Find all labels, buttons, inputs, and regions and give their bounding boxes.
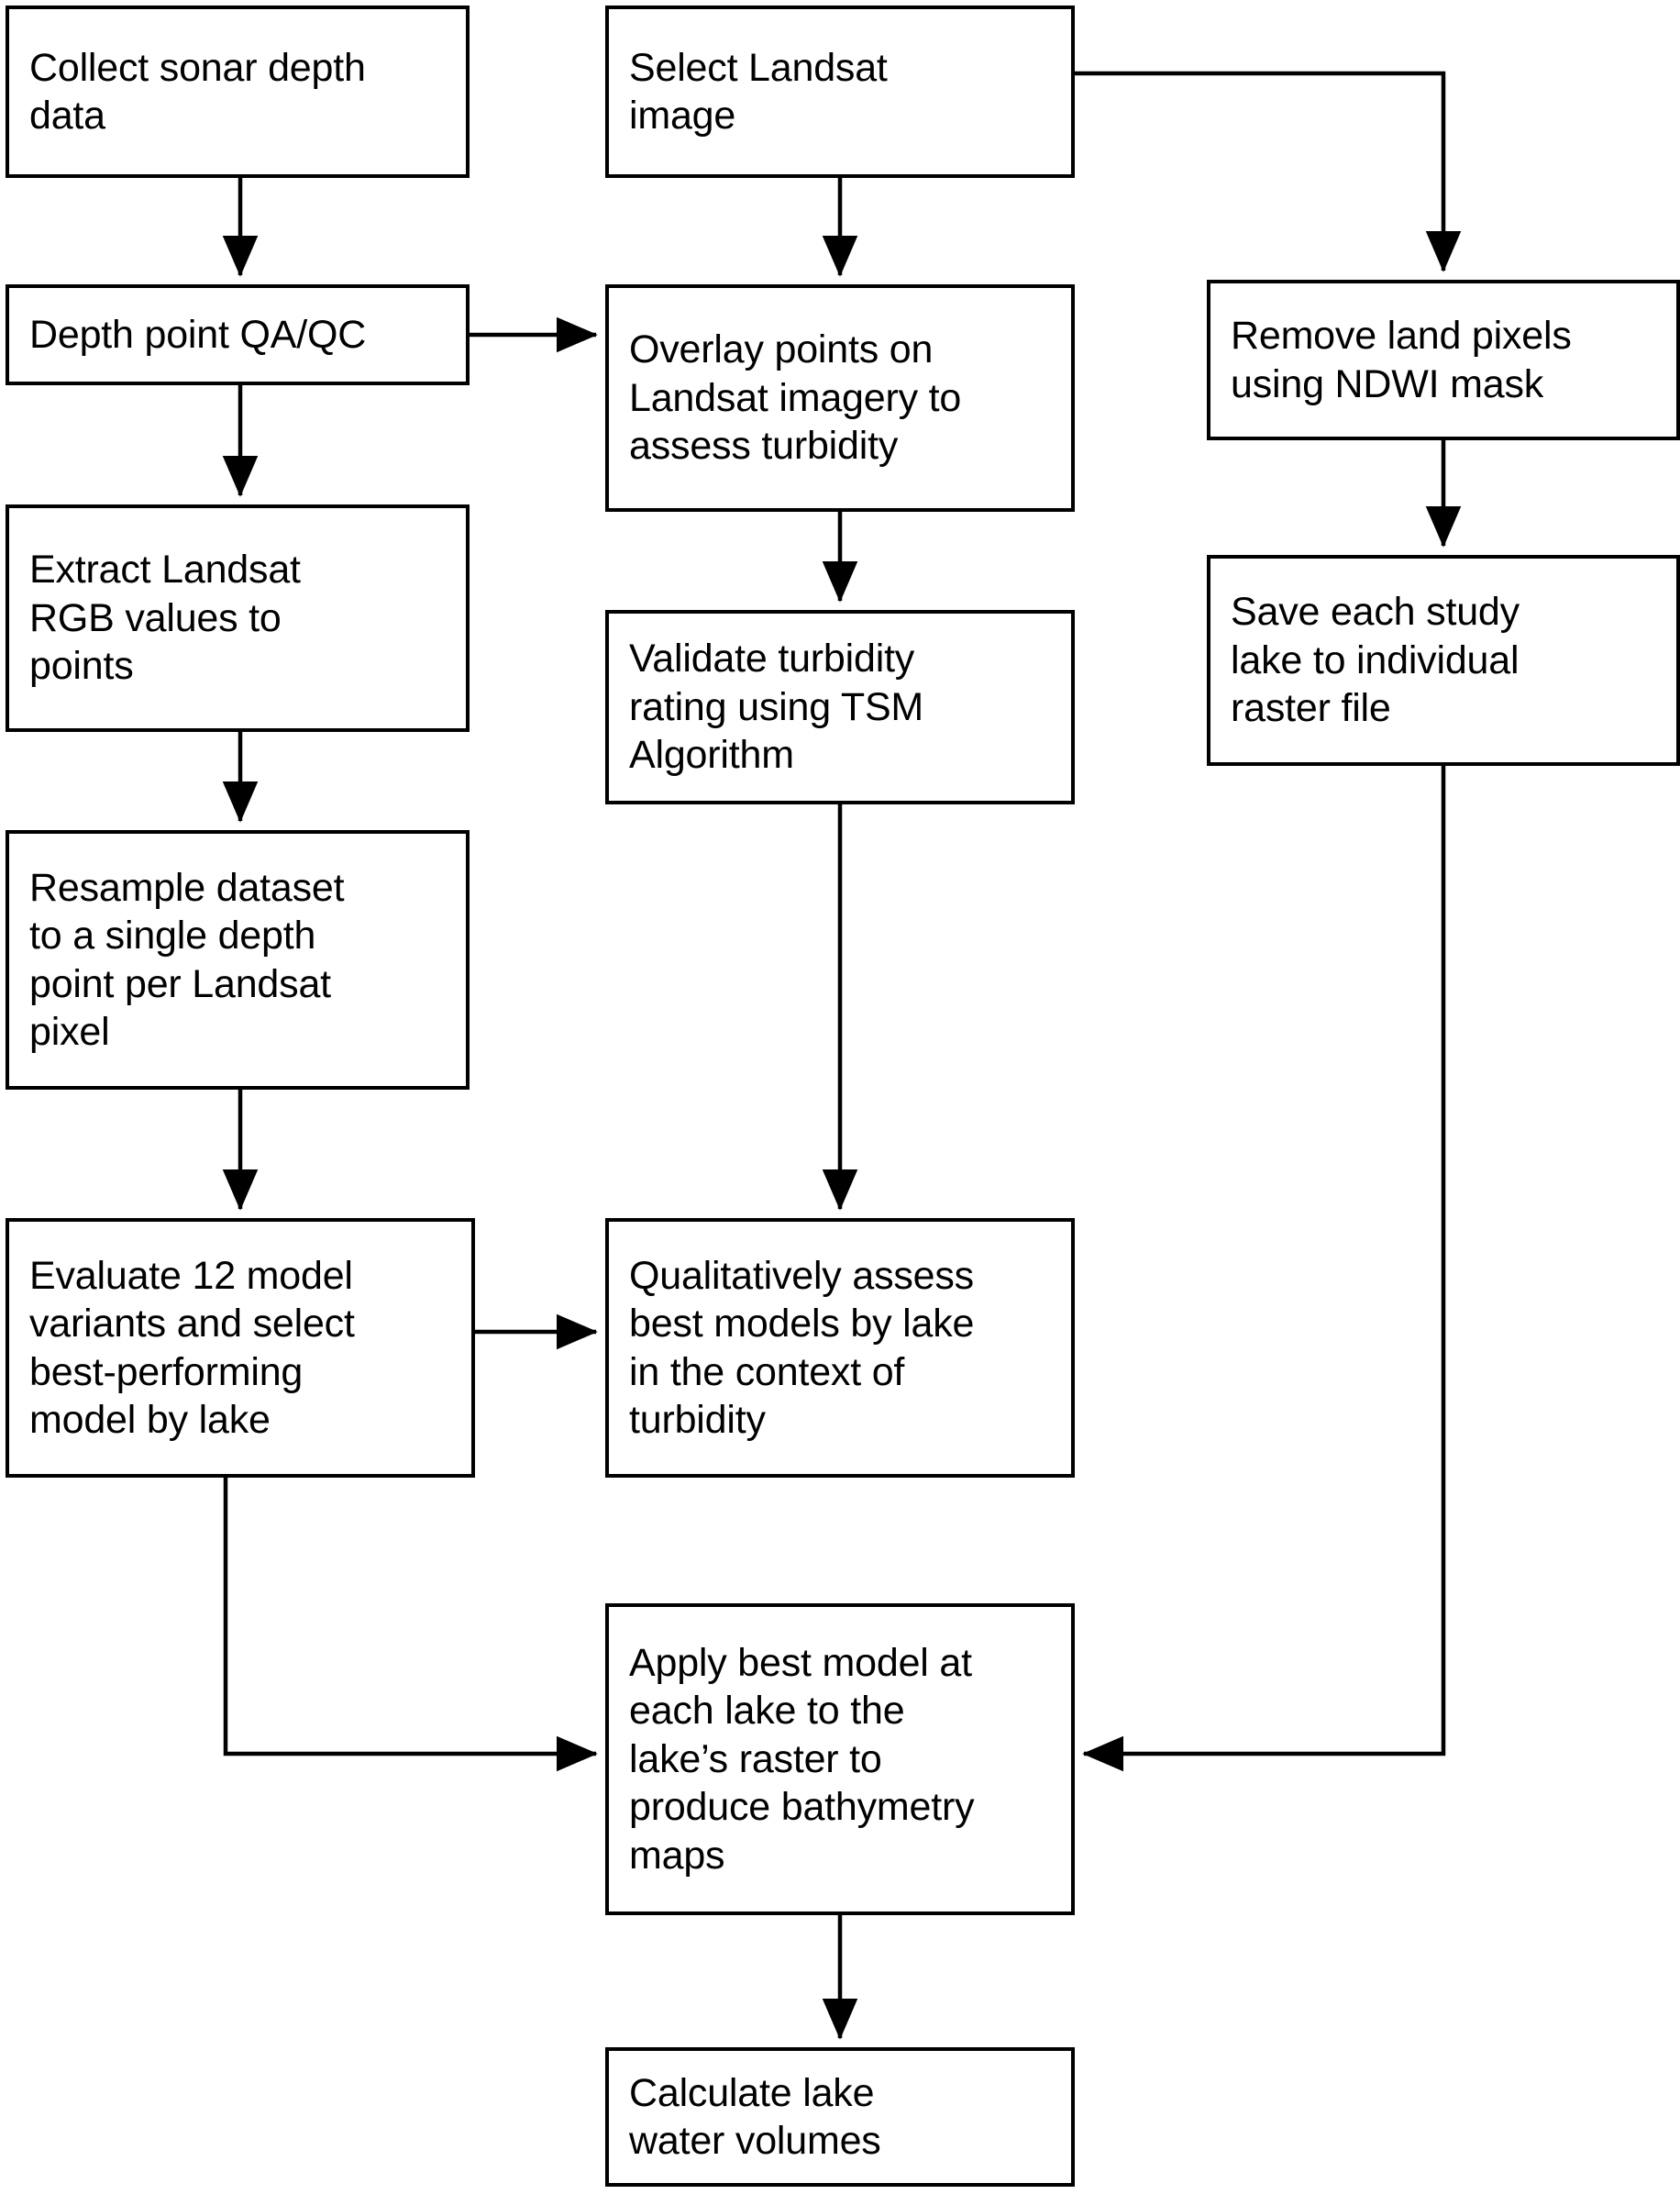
node-collect-sonar-depth-data[interactable]: Collect sonar depth data xyxy=(6,6,470,178)
node-calculate-lake-water-volumes[interactable]: Calculate lake water volumes xyxy=(605,2047,1075,2187)
connector-select-to-remove-land xyxy=(1075,71,1462,272)
node-extract-landsat-rgb-values[interactable]: Extract Landsat RGB values to points xyxy=(6,504,470,732)
node-label: Extract Landsat RGB values to points xyxy=(29,548,301,689)
node-apply-best-model-bathymetry[interactable]: Apply best model at each lake to the lak… xyxy=(605,1603,1075,1915)
node-depth-point-qa-qc[interactable]: Depth point QA/QC xyxy=(6,284,470,385)
node-qualitatively-assess-best-models[interactable]: Qualitatively assess best models by lake… xyxy=(605,1218,1075,1478)
node-label: Collect sonar depth data xyxy=(29,45,366,138)
node-evaluate-12-model-variants[interactable]: Evaluate 12 model variants and select be… xyxy=(6,1218,475,1478)
node-label: Save each study lake to individual raste… xyxy=(1231,590,1520,731)
node-overlay-points-on-landsat[interactable]: Overlay points on Landsat imagery to ass… xyxy=(605,284,1075,512)
node-label: Calculate lake water volumes xyxy=(629,2070,881,2163)
node-label: Resample dataset to a single depth point… xyxy=(29,865,345,1054)
node-label: Qualitatively assess best models by lake… xyxy=(629,1253,975,1442)
node-label: Depth point QA/QC xyxy=(29,312,367,357)
connector-save-to-apply xyxy=(1082,766,1446,1772)
node-remove-land-pixels-ndwi[interactable]: Remove land pixels using NDWI mask xyxy=(1207,280,1680,440)
node-label: Evaluate 12 model variants and select be… xyxy=(29,1253,355,1442)
node-label: Validate turbidity rating using TSM Algo… xyxy=(629,637,924,778)
node-label: Select Landsat image xyxy=(629,45,888,138)
node-label: Overlay points on Landsat imagery to ass… xyxy=(629,327,962,469)
connector-evaluate-to-apply xyxy=(223,1478,598,1772)
node-resample-dataset-single-depth-point[interactable]: Resample dataset to a single depth point… xyxy=(6,830,470,1090)
node-label: Apply best model at each lake to the lak… xyxy=(629,1640,975,1878)
node-label: Remove land pixels using NDWI mask xyxy=(1231,314,1572,406)
node-select-landsat-image[interactable]: Select Landsat image xyxy=(605,6,1075,178)
node-validate-turbidity-tsm[interactable]: Validate turbidity rating using TSM Algo… xyxy=(605,610,1075,804)
node-save-study-lake-raster[interactable]: Save each study lake to individual raste… xyxy=(1207,555,1680,766)
